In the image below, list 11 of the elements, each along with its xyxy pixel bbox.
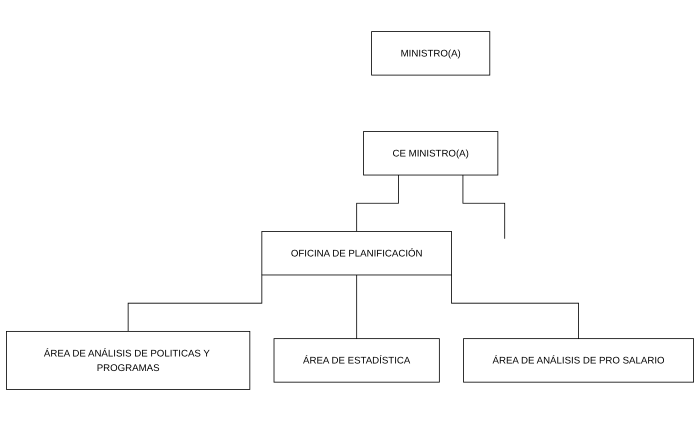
node-box: ÁREA DE ESTADÍSTICA	[274, 338, 440, 383]
node-box: CE MINISTRO(A)	[363, 131, 498, 176]
connector	[451, 274, 579, 340]
connector	[356, 274, 358, 340]
node-box: OFICINA DE PLANIFICACIÓN	[261, 231, 452, 276]
connector	[128, 274, 262, 332]
connector	[356, 174, 399, 232]
node-box: ÁREA DE ANÁLISIS DE PRO SALARIO	[463, 338, 694, 383]
connector	[462, 174, 506, 240]
node-box: ÁREA DE ANÁLISIS DE POLITICAS Y PROGRAMAS	[6, 330, 250, 390]
node-box: MINISTRO(A)	[371, 31, 490, 76]
